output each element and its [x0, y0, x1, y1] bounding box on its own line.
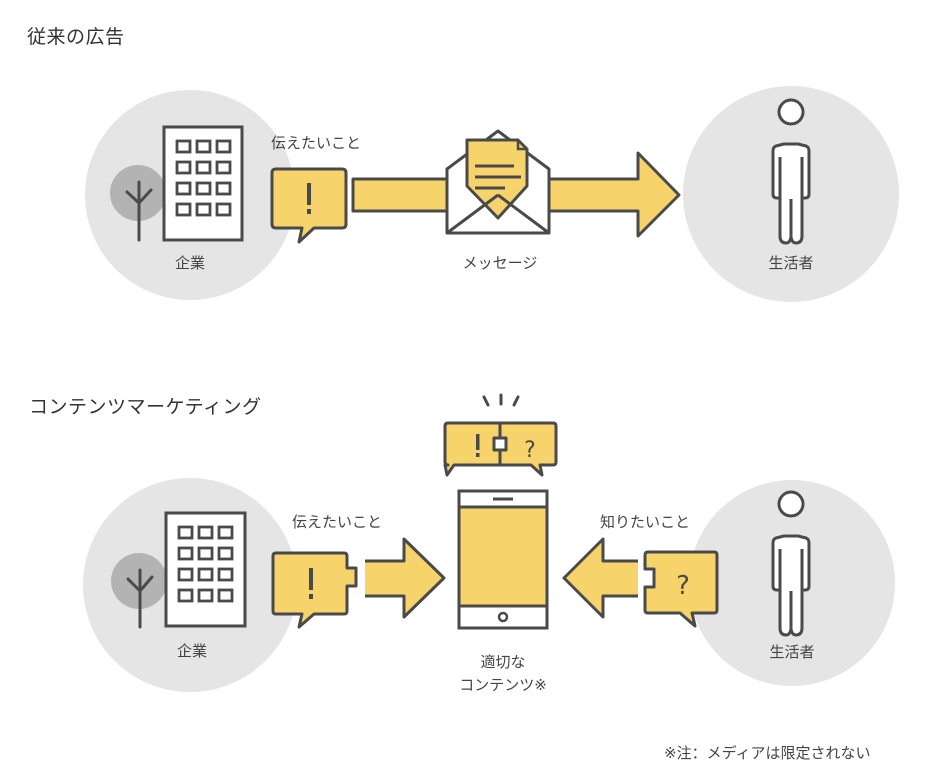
arrow-left-icon — [562, 537, 638, 619]
person-icon — [777, 98, 805, 126]
company-label: 企業 — [174, 254, 205, 272]
traditional-consumer-group — [683, 86, 899, 302]
smartphone-icon — [457, 489, 549, 630]
person-body — [771, 142, 811, 245]
traditional-company-group — [85, 90, 295, 300]
building-icon — [162, 125, 244, 242]
want-to-say-label: 伝えたいこと — [271, 134, 362, 152]
content-label-line2: コンテンツ※ — [459, 676, 547, 694]
tree-icon — [110, 165, 166, 242]
cm-company-group — [83, 478, 297, 692]
company-label: 企業 — [176, 642, 207, 660]
matched-bubbles-icon: ? — [443, 393, 558, 477]
content-marketing-title: コンテンツマーケティング — [29, 396, 262, 418]
person-body — [771, 534, 811, 637]
consumer-label: 生活者 — [768, 254, 814, 272]
arrow-right-icon — [365, 537, 446, 619]
want-to-know-label: 知りたいこと — [600, 513, 691, 531]
building-icon — [164, 511, 247, 628]
svg-text:?: ? — [524, 438, 536, 463]
want-to-say-label: 伝えたいこと — [292, 513, 383, 531]
content-label-line1: 適切な — [480, 653, 526, 671]
traditional-title: 従来の広告 — [27, 26, 125, 48]
envelope-icon — [445, 129, 551, 235]
cm-consumer-group — [689, 480, 895, 686]
question-puzzle-bubble-icon: ? — [643, 550, 719, 628]
consumer-label: 生活者 — [769, 643, 815, 661]
message-label: メッセージ — [462, 254, 538, 272]
exclamation-puzzle-bubble-icon — [271, 551, 358, 629]
footnote: ※注：メディアは限定されない — [664, 744, 871, 762]
svg-text:?: ? — [676, 571, 690, 601]
person-icon — [777, 490, 805, 518]
exclamation-bubble-icon — [270, 167, 348, 244]
tree-icon — [111, 553, 167, 629]
